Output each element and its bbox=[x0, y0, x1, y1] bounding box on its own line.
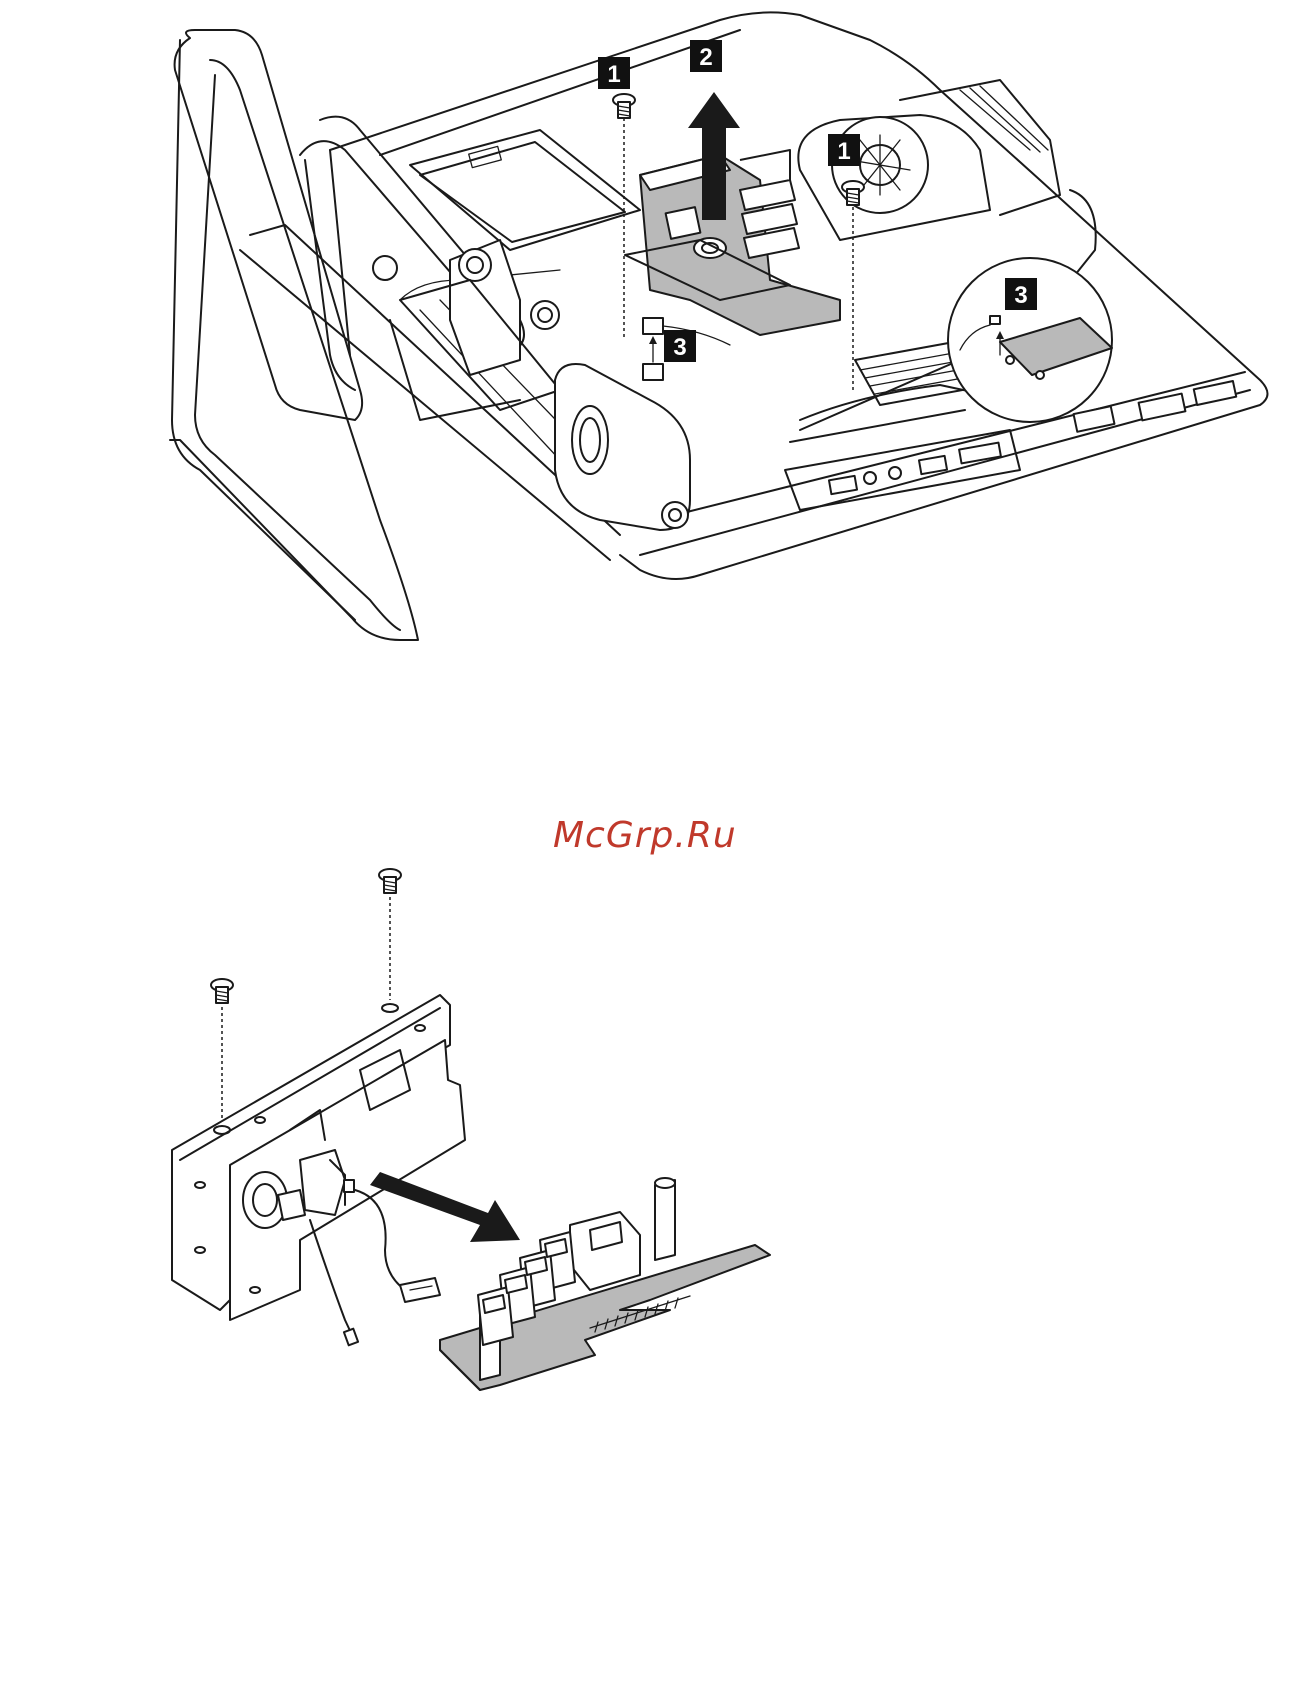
slide-out-arrow bbox=[370, 1172, 520, 1242]
callout-label: 3 bbox=[1014, 282, 1027, 309]
drive-bay bbox=[410, 130, 640, 250]
callout-3-center: 3 bbox=[664, 330, 696, 362]
screw-top-left bbox=[613, 94, 635, 118]
zoom-detail-wireless-card bbox=[790, 258, 1112, 442]
top-figure-computer-rear: 1 2 1 3 3 bbox=[170, 12, 1268, 640]
callout-label: 2 bbox=[699, 44, 712, 71]
callout-label: 1 bbox=[607, 61, 620, 88]
io-board bbox=[440, 1178, 770, 1390]
callout-label: 3 bbox=[673, 334, 686, 361]
cooling-fan bbox=[798, 80, 1095, 275]
callout-2: 2 bbox=[690, 40, 722, 72]
speaker-enclosure bbox=[373, 256, 690, 530]
stand-hinge bbox=[390, 240, 560, 420]
bottom-figure-io-board-removal bbox=[172, 869, 770, 1390]
callout-1-right: 1 bbox=[828, 134, 860, 166]
screw-bottom-left bbox=[211, 979, 233, 1003]
callout-3-zoom: 3 bbox=[1005, 278, 1037, 310]
callout-1-left: 1 bbox=[598, 57, 630, 89]
watermark: McGrp.Ru bbox=[553, 815, 737, 856]
screw-bottom-right bbox=[379, 869, 401, 893]
callout-label: 1 bbox=[837, 138, 850, 165]
